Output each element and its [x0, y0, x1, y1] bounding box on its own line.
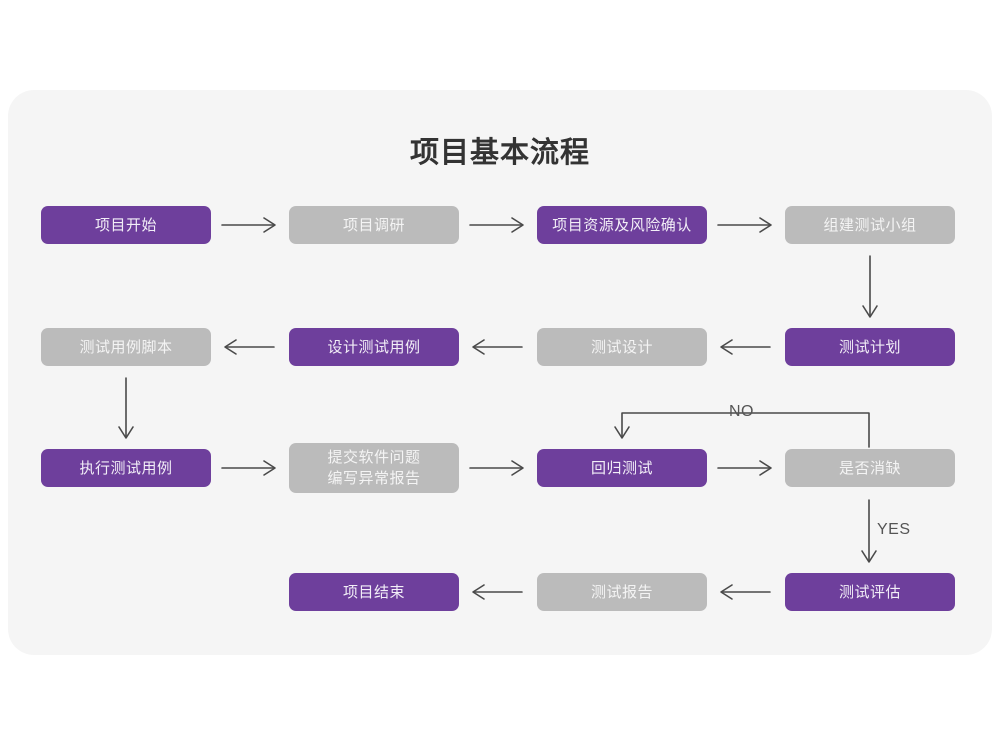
node-submit-issue-write-report[interactable]: 提交软件问题 编写异常报告 — [289, 443, 459, 493]
edge-label-yes: YES — [877, 521, 911, 538]
node-project-start[interactable]: 项目开始 — [41, 206, 211, 244]
node-test-case-script[interactable]: 测试用例脚本 — [41, 328, 211, 366]
page-title: 项目基本流程 — [409, 137, 590, 169]
node-test-plan[interactable]: 测试计划 — [785, 328, 955, 366]
node-regression-test[interactable]: 回归测试 — [537, 449, 707, 487]
flowchart-card-panel — [8, 90, 992, 655]
edge-label-no: NO — [729, 403, 754, 420]
node-test-report[interactable]: 测试报告 — [537, 573, 707, 611]
node-test-design[interactable]: 测试设计 — [537, 328, 707, 366]
node-project-end[interactable]: 项目结束 — [289, 573, 459, 611]
node-test-evaluation[interactable]: 测试评估 — [785, 573, 955, 611]
node-execute-test-case[interactable]: 执行测试用例 — [41, 449, 211, 487]
node-resource-risk-confirm[interactable]: 项目资源及风险确认 — [537, 206, 707, 244]
node-design-test-case[interactable]: 设计测试用例 — [289, 328, 459, 366]
node-defect-cleared-decision[interactable]: 是否消缺 — [785, 449, 955, 487]
node-project-research[interactable]: 项目调研 — [289, 206, 459, 244]
node-build-test-team[interactable]: 组建测试小组 — [785, 206, 955, 244]
